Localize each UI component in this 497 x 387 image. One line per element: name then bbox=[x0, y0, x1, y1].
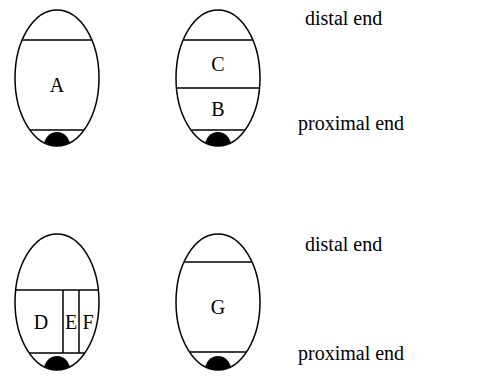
region-letter: A bbox=[50, 75, 64, 95]
region-letter: B bbox=[211, 99, 224, 119]
band-line bbox=[176, 87, 259, 89]
band-line bbox=[184, 261, 252, 263]
band-line bbox=[22, 39, 92, 41]
egg-region: D bbox=[19, 290, 63, 353]
band-line bbox=[191, 129, 245, 131]
egg-outline bbox=[176, 234, 260, 370]
band-line bbox=[183, 39, 253, 41]
egg bbox=[15, 10, 99, 160]
end-label: distal end bbox=[305, 7, 382, 29]
region-letter: E bbox=[65, 312, 77, 332]
egg-outline bbox=[176, 10, 260, 146]
egg-region: F bbox=[79, 290, 97, 353]
egg-region: G bbox=[178, 262, 258, 352]
egg-region: A bbox=[20, 40, 94, 130]
egg-outline bbox=[15, 10, 99, 146]
egg bbox=[176, 10, 260, 160]
end-label: distal end bbox=[305, 233, 382, 255]
region-letter: G bbox=[211, 297, 225, 317]
egg-outline bbox=[15, 234, 99, 370]
band-line bbox=[29, 352, 85, 354]
band-line bbox=[190, 351, 247, 353]
egg-region: C bbox=[180, 40, 256, 88]
end-label: proximal end bbox=[298, 112, 404, 134]
egg-region: B bbox=[180, 88, 256, 130]
band-line bbox=[16, 289, 99, 291]
band-divider bbox=[62, 290, 64, 353]
egg bbox=[176, 234, 260, 384]
region-letter: D bbox=[34, 312, 48, 332]
region-letter: F bbox=[82, 312, 93, 332]
region-letter: C bbox=[211, 54, 224, 74]
egg bbox=[15, 234, 99, 384]
end-label: proximal end bbox=[298, 342, 404, 364]
band-line bbox=[30, 129, 84, 131]
egg-region: E bbox=[63, 290, 79, 353]
band-divider bbox=[78, 290, 80, 353]
